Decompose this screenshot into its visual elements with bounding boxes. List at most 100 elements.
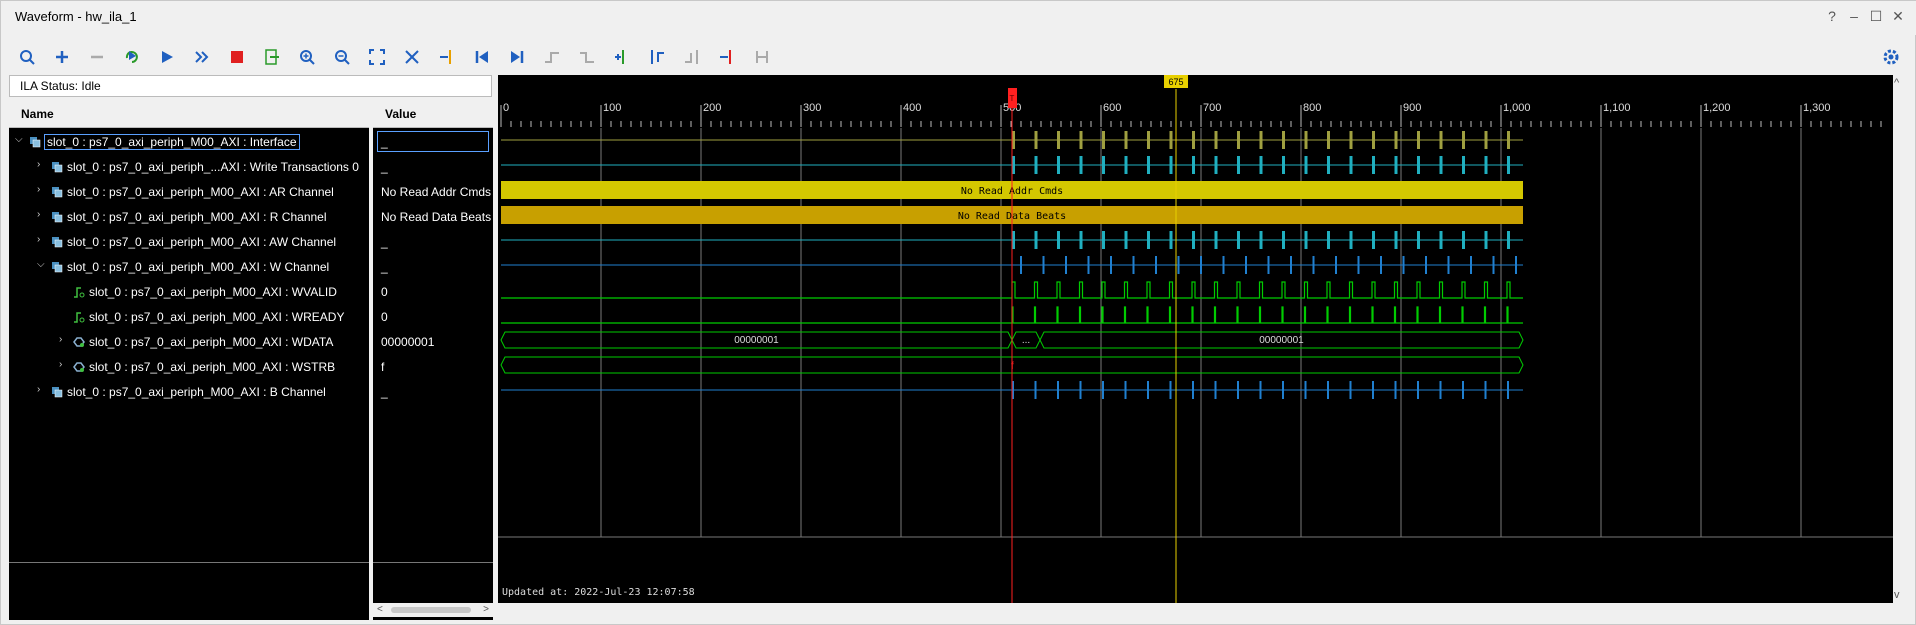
zoom-fit-button[interactable] <box>365 45 389 69</box>
swap-cursors-button[interactable] <box>715 45 739 69</box>
scroll-up-icon[interactable]: ^ <box>1894 77 1900 89</box>
wready-waveform[interactable] <box>501 306 1523 324</box>
go-last-button[interactable] <box>505 45 529 69</box>
signal-row[interactable]: slot_0 : ps7_0_axi_periph_M00_AXI : WVAL… <box>9 279 369 304</box>
waveform-vertical-scrollbar[interactable]: ^ v <box>1891 75 1907 603</box>
pulse-mark <box>1177 256 1180 274</box>
pulse-mark <box>1012 231 1015 249</box>
signal-row[interactable]: ⌵slot_0 : ps7_0_axi_periph_M00_AXI : W C… <box>9 254 369 279</box>
help-icon[interactable]: ? <box>1828 8 1836 24</box>
refresh-trigger-button[interactable] <box>120 45 144 69</box>
waveform-panel[interactable]: 01002003004005006007008009001,0001,1001,… <box>498 75 1893 603</box>
scroll-down-icon[interactable]: v <box>1894 589 1900 601</box>
cursor-button[interactable] <box>400 45 424 69</box>
wvalid-waveform[interactable] <box>501 281 1523 299</box>
maximize-icon[interactable]: ☐ <box>1869 7 1883 24</box>
signal-row[interactable]: ›slot_0 : ps7_0_axi_periph_M00_AXI : WDA… <box>9 329 369 354</box>
trigger-flag[interactable] <box>1008 88 1017 108</box>
add-marker-button[interactable] <box>610 45 634 69</box>
expand-icon[interactable]: › <box>37 209 41 220</box>
scroll-thumb[interactable] <box>391 607 471 613</box>
pulse-mark <box>1327 156 1330 174</box>
collapse-icon[interactable]: ⌵ <box>37 259 45 270</box>
signal-value-row[interactable]: _ <box>373 229 493 254</box>
signal-row[interactable]: ›slot_0 : ps7_0_axi_periph_M00_AXI : B C… <box>9 379 369 404</box>
signal-row[interactable]: ›slot_0 : ps7_0_axi_periph_M00_AXI : R C… <box>9 204 369 229</box>
signal-value-row[interactable]: _ <box>373 154 493 179</box>
value-column-header[interactable]: Value <box>373 100 493 128</box>
b-channel-waveform[interactable] <box>1012 381 1509 399</box>
waveform-canvas[interactable]: 01002003004005006007008009001,0001,1001,… <box>498 75 1893 603</box>
pulse-mark <box>1507 156 1510 174</box>
value-horizontal-scrollbar[interactable]: < > <box>373 603 493 617</box>
next-transition-button[interactable] <box>575 45 599 69</box>
signal-row[interactable]: slot_0 : ps7_0_axi_periph_M00_AXI : WREA… <box>9 304 369 329</box>
scroll-left-icon[interactable]: < <box>377 604 383 615</box>
expand-icon[interactable]: › <box>37 384 41 395</box>
signal-value-row[interactable]: 0 <box>373 279 493 304</box>
stop-button[interactable] <box>225 45 249 69</box>
zoom-out-button[interactable] <box>330 45 354 69</box>
expand-icon[interactable]: › <box>37 184 41 195</box>
next-marker-icon <box>685 50 698 64</box>
signal-value-row[interactable]: _ <box>373 254 493 279</box>
minimize-icon[interactable]: – <box>1850 8 1858 24</box>
signal-value-row[interactable]: _ <box>373 379 493 404</box>
run-icon <box>162 51 173 63</box>
signal-value-row[interactable]: 0 <box>373 304 493 329</box>
prev-marker-button[interactable] <box>645 45 669 69</box>
export-button[interactable] <box>260 45 284 69</box>
close-icon[interactable]: ✕ <box>1892 7 1904 24</box>
add-marker-icon <box>615 50 624 64</box>
aw-channel-waveform[interactable] <box>1012 231 1510 249</box>
signal-value: f <box>381 360 385 374</box>
cursor-flag[interactable] <box>1164 75 1188 88</box>
run-button[interactable] <box>155 45 179 69</box>
signal-row[interactable]: ›slot_0 : ps7_0_axi_periph_...AXI : Writ… <box>9 154 369 179</box>
time-ruler[interactable]: 01002003004005006007008009001,0001,1001,… <box>500 102 1882 127</box>
expand-icon[interactable]: › <box>37 234 41 245</box>
pulse-mark <box>1492 256 1495 274</box>
name-column-header[interactable]: Name <box>9 100 369 128</box>
run-immediate-button[interactable] <box>190 45 214 69</box>
wdata-segment-right[interactable]: 00000001 <box>1039 331 1524 349</box>
prev-transition-button[interactable] <box>540 45 564 69</box>
search-button[interactable] <box>15 45 39 69</box>
signal-row[interactable]: ›slot_0 : ps7_0_axi_periph_M00_AXI : AW … <box>9 229 369 254</box>
collapse-icon[interactable]: ⌵ <box>15 134 23 145</box>
signal-value-row[interactable]: No Read Addr Cmds <box>373 179 493 204</box>
pulse-mark <box>1507 231 1510 249</box>
pulse-mark <box>1034 381 1037 399</box>
next-marker-button[interactable] <box>680 45 704 69</box>
write-transactions-waveform[interactable] <box>1012 156 1510 174</box>
expand-icon[interactable]: › <box>37 159 41 170</box>
toggle-button[interactable] <box>750 45 774 69</box>
scroll-right-icon[interactable]: > <box>483 604 489 615</box>
signal-value-row[interactable]: f <box>373 354 493 379</box>
signal-value: No Read Data Beats <box>381 210 492 224</box>
signal-row[interactable]: ›slot_0 : ps7_0_axi_periph_M00_AXI : AR … <box>9 179 369 204</box>
signal-row[interactable]: ⌵slot_0 : ps7_0_axi_periph_M00_AXI : Int… <box>9 129 369 154</box>
settings-gear-icon[interactable] <box>1881 47 1901 67</box>
expand-icon[interactable]: › <box>59 334 63 345</box>
plus-button[interactable] <box>50 45 74 69</box>
pulse-mark <box>1237 131 1240 149</box>
zoom-in-button[interactable] <box>295 45 319 69</box>
pulse-mark <box>1462 381 1464 399</box>
wstrb-segment[interactable] <box>500 356 1524 374</box>
w-channel-waveform[interactable] <box>1020 256 1517 274</box>
minus-button[interactable] <box>85 45 109 69</box>
signal-value-row[interactable]: 00000001 <box>373 329 493 354</box>
pulse-mark <box>1214 156 1218 174</box>
signal-value-row[interactable]: No Read Data Beats <box>373 204 493 229</box>
ila-status-field: ILA Status: Idle <box>9 75 492 97</box>
pulse-mark <box>1057 156 1060 174</box>
go-first-button[interactable] <box>470 45 494 69</box>
interface-waveform[interactable] <box>1012 131 1510 149</box>
signal-value-row[interactable]: _ <box>373 129 493 154</box>
bus-signal-icon <box>73 361 85 373</box>
marker-button[interactable] <box>435 45 459 69</box>
signal-row[interactable]: ›slot_0 : ps7_0_axi_periph_M00_AXI : WST… <box>9 354 369 379</box>
pulse-mark <box>1470 256 1472 274</box>
expand-icon[interactable]: › <box>59 359 63 370</box>
